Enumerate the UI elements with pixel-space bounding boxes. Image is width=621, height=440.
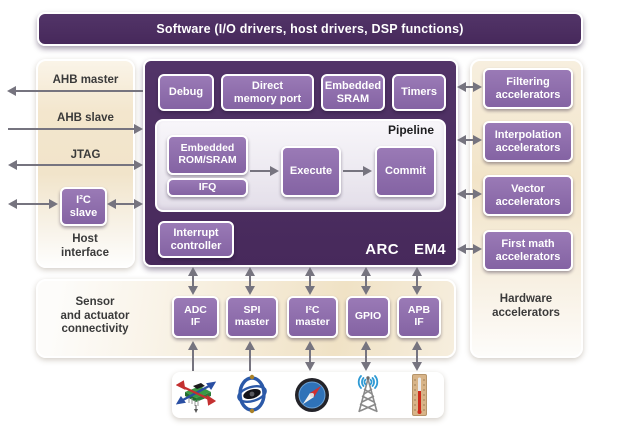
block-timers: Timers (392, 74, 446, 111)
execute-to-commit-arrow (343, 166, 372, 176)
block-commit: Commit (375, 146, 436, 197)
i2c-cpu-arrow (305, 267, 315, 295)
i2c-sensor-arrow (305, 341, 315, 371)
ahb-slave-arrow (8, 124, 143, 134)
signal-label-ahb-slave: AHB slave (57, 112, 114, 124)
i2c-slave-right-arrow (107, 199, 143, 209)
compass-icon (295, 378, 329, 412)
apb-sensor-arrow (412, 341, 422, 371)
first-math-arrow (457, 244, 482, 254)
i2c-slave-left-arrow (8, 199, 58, 209)
accelerometer-icon (176, 380, 217, 413)
gpio-sensor-arrow (361, 341, 371, 371)
host-interface-caption: Host interface (61, 233, 109, 259)
cpu-model: EM4 (413, 241, 446, 258)
block-debug: Debug (158, 74, 214, 111)
block-gpio: GPIO (346, 296, 390, 338)
i2c-slave-block: I²C slave (60, 187, 107, 226)
hardware-accelerators-caption: Hardware accelerators (492, 293, 560, 319)
software-banner: Software (I/O drivers, host drivers, DSP… (37, 12, 583, 46)
software-banner-label: Software (I/O drivers, host drivers, DSP… (156, 22, 464, 36)
vector-arrow (457, 189, 482, 199)
adc-cpu-arrow (188, 267, 198, 295)
radio-antenna-icon (357, 375, 379, 413)
signal-label-jtag: JTAG (70, 149, 101, 161)
thermometer-icon (412, 374, 427, 416)
host-interface-panel (36, 59, 135, 268)
ahb-master-arrow (7, 86, 143, 96)
rom-to-execute-arrow (250, 166, 279, 176)
cpu-brand: ARC (365, 241, 399, 258)
signal-label-ahb-master: AHB master (52, 74, 119, 86)
spi-cpu-arrow (245, 267, 255, 295)
pipeline-label: Pipeline (387, 123, 434, 137)
filtering-arrow (457, 82, 482, 92)
adc-sensor-arrow (188, 341, 198, 371)
block-execute: Execute (281, 146, 341, 197)
cpu-name: ARC EM4 (338, 241, 446, 258)
spi-sensor-arrow (245, 341, 255, 371)
apb-cpu-arrow (412, 267, 422, 295)
jtag-arrow (8, 160, 143, 170)
gyroscope-icon (237, 374, 267, 414)
gpio-cpu-arrow (361, 267, 371, 295)
interpolation-arrow (457, 135, 482, 145)
connectivity-caption: Sensor and actuator connectivity (60, 296, 130, 336)
block-ifq: IFQ (167, 178, 248, 197)
